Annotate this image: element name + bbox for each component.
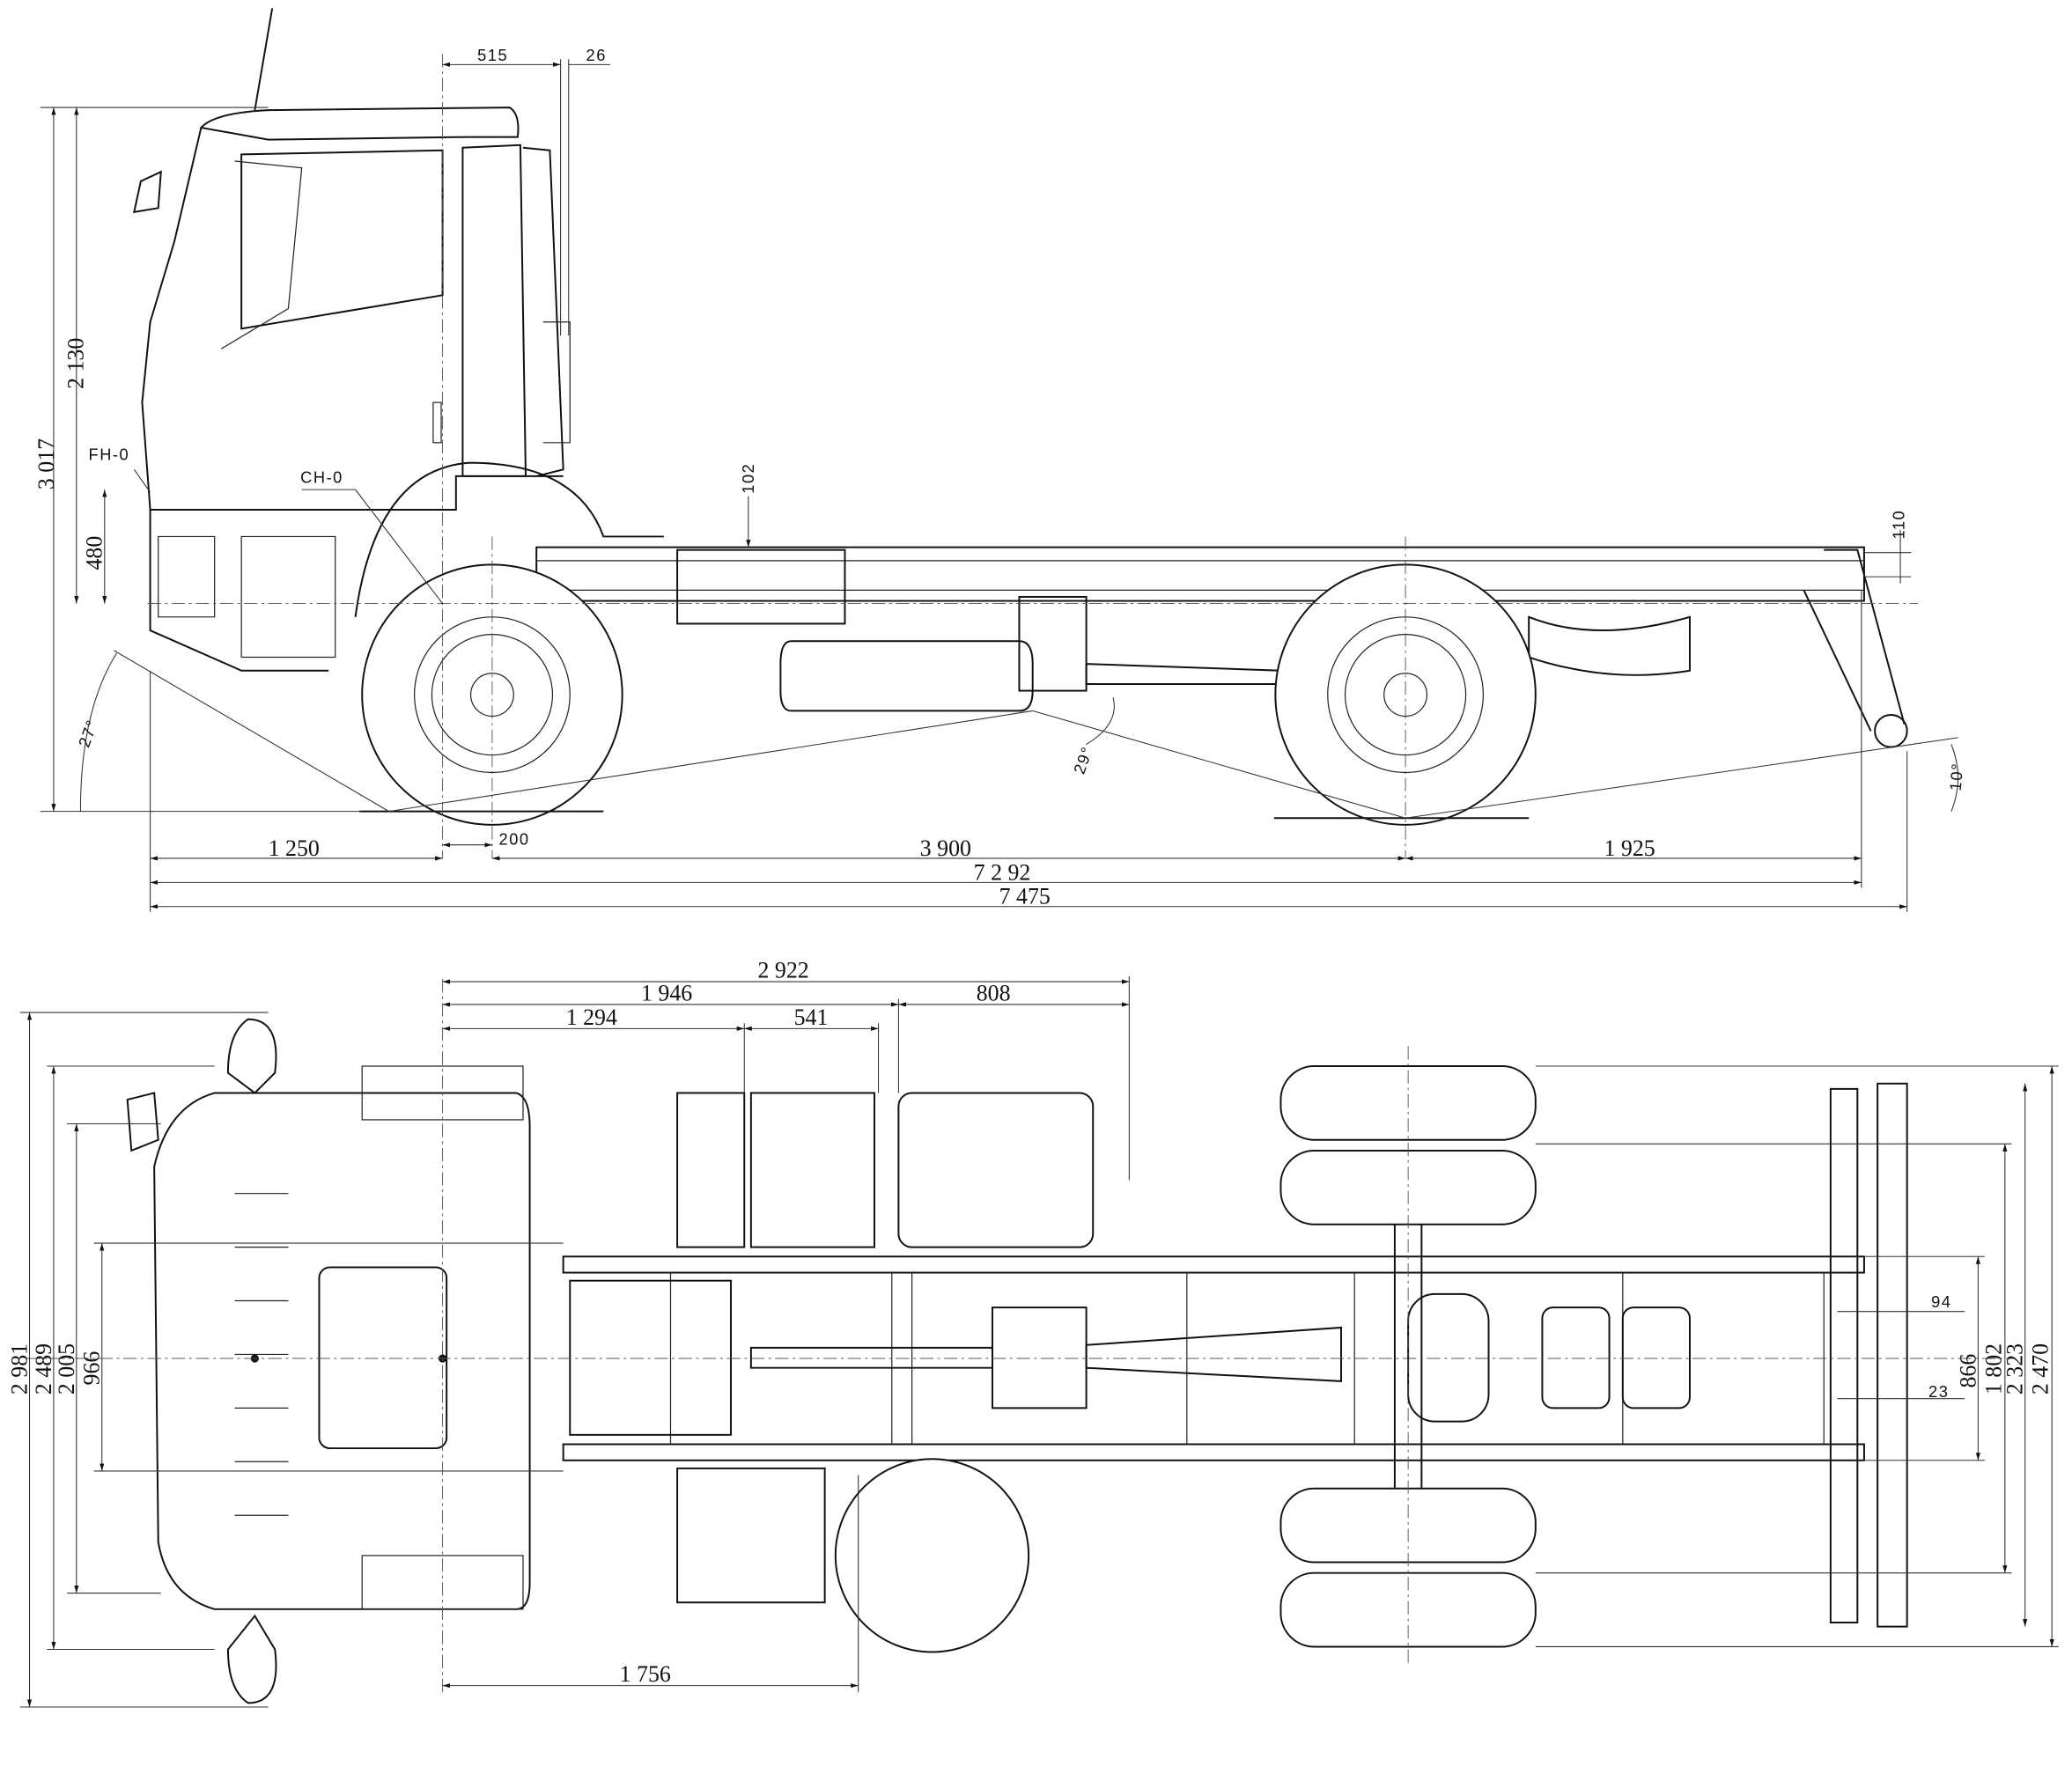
driveshaft [1085, 663, 1282, 685]
dim-3017: 3 017 [33, 438, 59, 489]
dim-541: 541 [794, 1005, 829, 1030]
dim-1925: 1 925 [1604, 835, 1655, 861]
top-view: 2 922 1 946 808 1 294 541 1 756 2 981 2 … [6, 957, 2059, 1708]
fuel-tank-top [897, 1092, 1095, 1248]
dim-480: 480 [82, 536, 107, 570]
engine-top [569, 1279, 733, 1436]
dim-966: 966 [79, 1351, 105, 1386]
angle-27: 27° [75, 717, 102, 749]
dim-2470: 2 470 [2028, 1343, 2054, 1395]
dim-2922: 2 922 [757, 957, 808, 982]
dim-23: 23 [1928, 1382, 1949, 1401]
marker-ch-0: CH-0 [300, 468, 343, 487]
gearbox-top [992, 1306, 1088, 1409]
dim-200: 200 [499, 830, 530, 849]
antenna [254, 8, 274, 111]
angle-29: 29° [1070, 743, 1097, 776]
marker-fh-0: FH-0 [89, 445, 130, 464]
dim-2981: 2 981 [6, 1343, 32, 1395]
dim-1802: 1 802 [1980, 1343, 2006, 1395]
side-view: 515 26 3 017 2 130 480 FH-0 CH-0 102 110… [33, 8, 1967, 912]
dim-1946: 1 946 [641, 980, 692, 1005]
angle-10: 10° [1946, 762, 1967, 791]
dim-2005: 2 005 [54, 1343, 79, 1395]
dim-26: 26 [586, 46, 607, 64]
driveshaft-top [749, 1326, 1342, 1382]
frame-side [535, 546, 1908, 748]
battery-box-top [676, 1092, 746, 1248]
dim-808: 808 [977, 980, 1011, 1005]
battery-box-side [676, 548, 846, 625]
dim-2489: 2 489 [31, 1343, 56, 1395]
dim-1294: 1 294 [566, 1005, 617, 1030]
rear-underrun-bar [1877, 1082, 1908, 1628]
dim-1250: 1 250 [269, 835, 320, 861]
dim-110: 110 [1890, 510, 1908, 540]
fuel-tank-side [779, 640, 1034, 712]
dim-2323: 2 323 [2002, 1343, 2028, 1395]
dim-2130: 2 130 [63, 338, 88, 389]
front-wheel-top [834, 1458, 1030, 1653]
dim-1756: 1 756 [620, 1661, 671, 1687]
dim-515: 515 [477, 46, 508, 64]
dim-3900: 3 900 [920, 835, 971, 861]
dim-7475: 7 475 [999, 884, 1051, 909]
dim-94: 94 [1931, 1292, 1951, 1311]
cab-side [133, 107, 571, 672]
dim-102: 102 [739, 463, 757, 494]
dim-7292: 7 2 92 [974, 859, 1031, 885]
dim-866: 866 [1955, 1354, 1980, 1388]
cab-top [126, 1018, 531, 1704]
